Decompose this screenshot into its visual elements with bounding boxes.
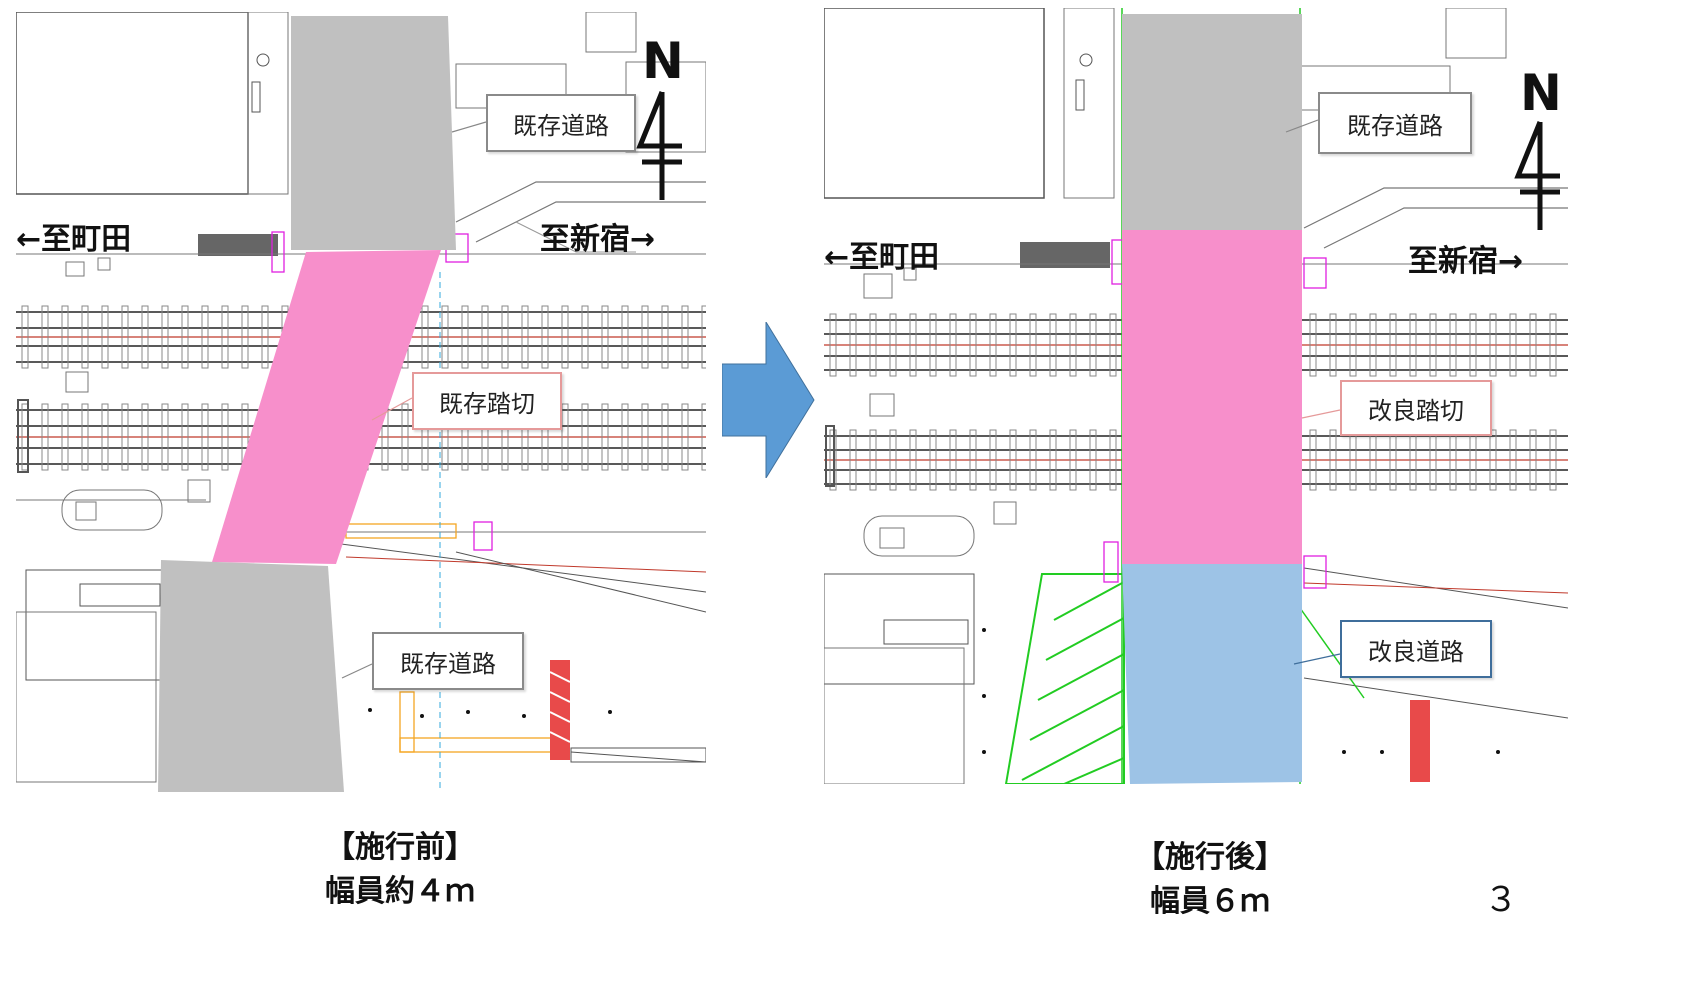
after-map-drawing	[824, 8, 1568, 784]
before-road-top-label: 既存道路	[486, 94, 636, 152]
improved-road	[1122, 564, 1302, 784]
after-east-direction: 至新宿→	[1408, 244, 1524, 279]
before-crossing-label: 既存踏切	[412, 372, 562, 430]
before-west-direction: ←至町田	[16, 222, 132, 257]
after-road-top-label: 既存道路	[1318, 92, 1472, 154]
improved-crossing	[1122, 230, 1302, 564]
before-road-bottom-label: 既存道路	[372, 632, 524, 690]
after-caption: 【施行後】 幅員６ｍ	[1110, 836, 1310, 924]
before-caption-title: 【施行前】	[325, 830, 475, 865]
existing-road-top	[291, 16, 456, 250]
north-letter-after: N	[1520, 64, 1562, 122]
after-road-bottom-label: 改良道路	[1340, 620, 1492, 678]
before-east-direction: 至新宿→	[540, 222, 656, 257]
page-number: ３	[1484, 880, 1518, 920]
north-letter: N	[642, 32, 684, 90]
after-caption-width: 幅員６ｍ	[1150, 884, 1270, 919]
before-caption: 【施行前】 幅員約４ｍ	[300, 826, 500, 914]
before-map-drawing	[16, 12, 706, 792]
existing-road-top-after	[1122, 14, 1302, 230]
existing-crossing	[212, 250, 441, 564]
after-crossing-label: 改良踏切	[1340, 380, 1492, 436]
transition-arrow-icon	[722, 322, 815, 478]
existing-road-bottom	[158, 560, 344, 792]
before-caption-width: 幅員約４ｍ	[325, 874, 475, 909]
after-west-direction: ←至町田	[824, 240, 940, 275]
after-caption-title: 【施行後】	[1135, 840, 1285, 875]
